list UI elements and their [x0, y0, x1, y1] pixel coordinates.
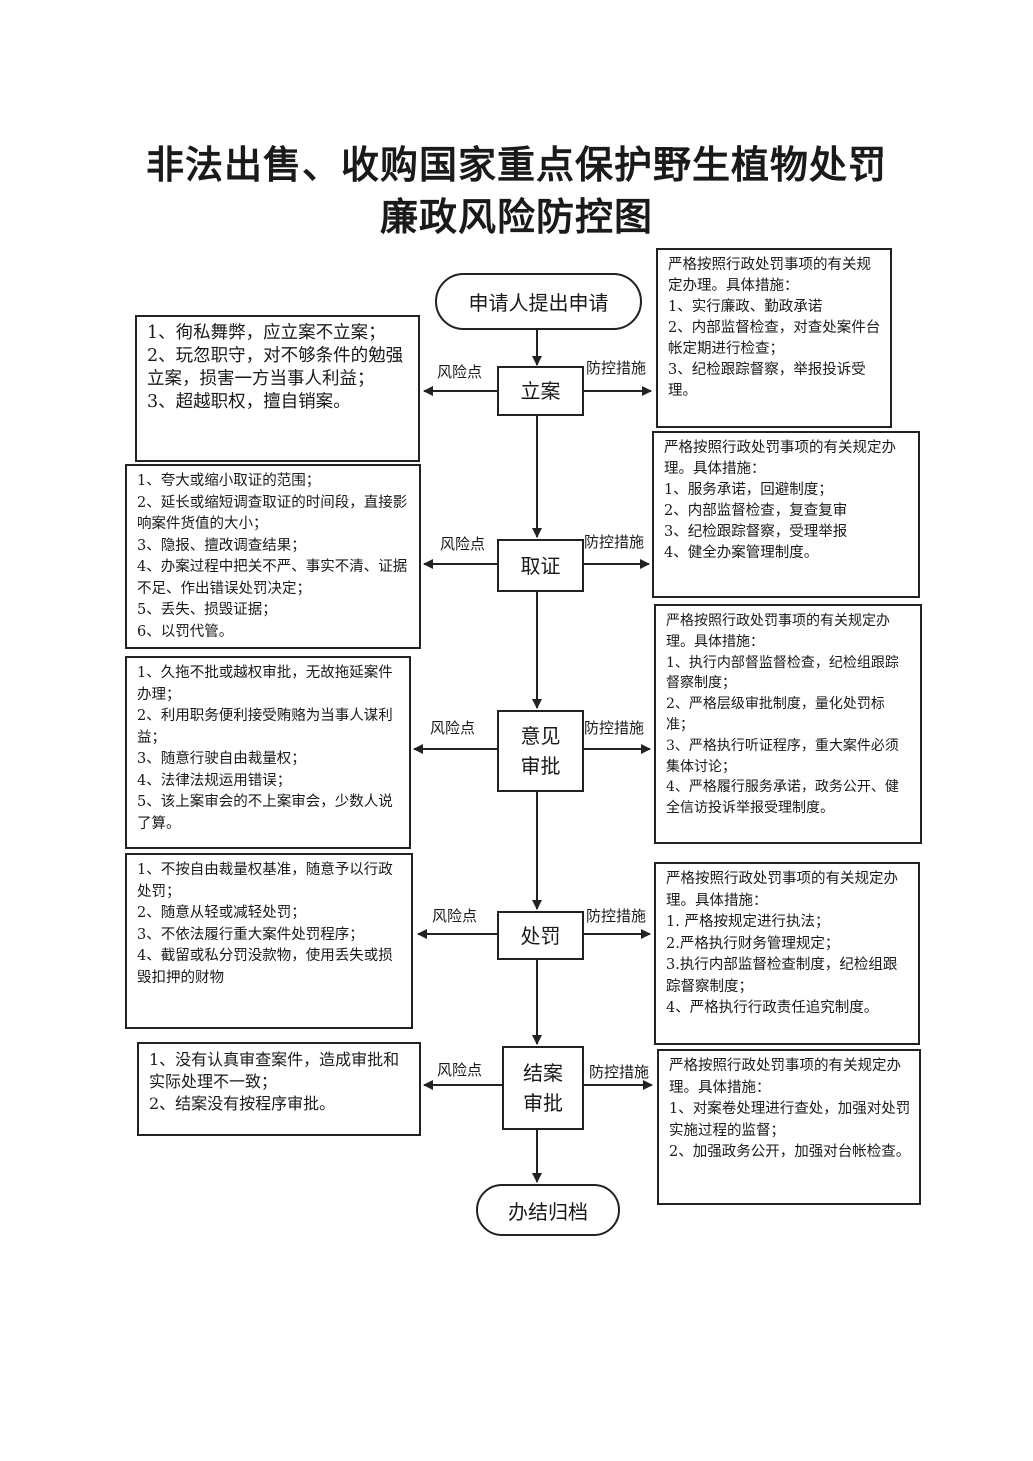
control-item: 严格按照行政处罚事项的有关规定办理。具体措施：	[666, 871, 898, 909]
control-item: 2、严格层级审批制度，量化处罚标准；	[666, 696, 885, 733]
control-item: 3、纪检跟踪督察，受理举报	[664, 524, 848, 540]
risk-item: 2、随意从轻或减轻处罚；	[137, 905, 306, 921]
control-item: 4、严格执行行政责任追究制度。	[666, 1000, 879, 1016]
risk-box-penalty: 1、不按自由裁量权基准，随意予以行政处罚； 2、随意从轻或减轻处罚； 3、不依法…	[125, 853, 413, 1029]
risk-box-filing: 1、徇私舞弊，应立案不立案； 2、玩忽职守，对不够条件的勉强立案，损害一方当事人…	[135, 315, 420, 462]
risk-item: 1、不按自由裁量权基准，随意予以行政处罚；	[137, 862, 393, 900]
control-item: 严格按照行政处罚事项的有关规定办理。具体措施：	[669, 1058, 901, 1096]
risk-box-evidence: 1、夸大或缩小取证的范围； 2、延长或缩短调查取证的时间段，直接影响案件货值的大…	[125, 464, 421, 649]
control-label: 防控措施	[586, 359, 647, 377]
control-item: 严格按照行政处罚事项的有关规定办理。具体措施：	[666, 613, 890, 650]
risk-item: 1、徇私舞弊，应立案不立案；	[147, 323, 386, 343]
control-item: 3.执行内部监督检查制度，纪检组跟踪督察制度；	[666, 957, 898, 995]
control-box-penalty: 严格按照行政处罚事项的有关规定办理。具体措施： 1. 严格按规定进行执法； 2.…	[654, 862, 920, 1045]
control-item: 3、严格执行听证程序，重大案件必须集体讨论；	[666, 737, 899, 775]
control-item: 3、纪检跟踪督察，举报投诉受理。	[668, 362, 866, 399]
risk-item: 4、截留或私分罚没款物，使用丢失或损毁扣押的财物	[137, 948, 393, 986]
page-subtitle: 廉政风险防控图	[379, 195, 653, 239]
control-item: 1、实行廉政、勤政承诺	[668, 299, 823, 315]
stage-opinion-approval: 意见 审批	[497, 710, 584, 792]
control-item: 2、内部监督检查，对查处案件台帐定期进行检查；	[668, 320, 881, 357]
risk-box-closing-approval: 1、没有认真审查案件，造成审批和实际处理不一致； 2、结案没有按程序审批。	[137, 1042, 421, 1136]
control-box-opinion-approval: 严格按照行政处罚事项的有关规定办理。具体措施： 1、执行内部督监督检查，纪检组跟…	[654, 604, 922, 844]
risk-label: 风险点	[430, 719, 476, 737]
control-item: 严格按照行政处罚事项的有关规定办理。具体措施：	[668, 257, 871, 294]
stage-evidence: 取证	[497, 539, 584, 592]
control-item: 4、严格履行服务承诺，政务公开、健全信访投诉举报受理制度。	[666, 779, 899, 817]
control-item: 1、执行内部督监督检查，纪检组跟踪督察制度；	[666, 654, 899, 692]
stage-closing-approval: 结案 审批	[502, 1046, 584, 1130]
control-label: 防控措施	[584, 719, 645, 737]
control-label: 防控措施	[586, 907, 647, 925]
risk-item: 1、久拖不批或越权审批，无故拖延案件办理；	[137, 665, 393, 703]
risk-label: 风险点	[437, 1061, 483, 1079]
risk-item: 3、随意行驶自由裁量权；	[137, 751, 306, 767]
risk-label: 风险点	[437, 363, 483, 381]
risk-label: 风险点	[440, 535, 486, 553]
risk-item: 4、法律法规运用错误；	[137, 772, 292, 789]
page-title: 非法出售、收购国家重点保护野生植物处罚	[145, 143, 887, 187]
control-item: 2.严格执行财务管理规定；	[666, 935, 840, 952]
risk-item: 2、结案没有按程序审批。	[149, 1094, 336, 1113]
risk-item: 1、夸大或缩小取证的范围；	[137, 473, 321, 489]
risk-item: 2、利用职务便利接受贿赂为当事人谋利益；	[137, 708, 393, 746]
risk-item: 3、超越职权，擅自销案。	[147, 392, 351, 412]
risk-item: 6、以罚代管。	[137, 623, 234, 640]
risk-box-opinion-approval: 1、久拖不批或越权审批，无故拖延案件办理； 2、利用职务便利接受贿赂为当事人谋利…	[125, 656, 411, 849]
risk-item: 4、办案过程中把关不严、事实不清、证据不足、作出错误处罚决定；	[137, 559, 408, 597]
risk-item: 3、隐报、擅改调查结果；	[137, 537, 306, 554]
control-item: 4、健全办案管理制度。	[664, 545, 819, 561]
control-item: 1. 严格按规定进行执法；	[666, 914, 830, 930]
start-node: 申请人提出申请	[435, 273, 642, 330]
control-box-closing-approval: 严格按照行政处罚事项的有关规定办理。具体措施： 1、对案卷处理进行查处，加强对处…	[657, 1049, 921, 1205]
control-item: 1、服务承诺，回避制度；	[664, 482, 833, 498]
risk-item: 5、该上案审会的不上案审会，少数人说了算。	[137, 794, 393, 832]
control-box-filing: 严格按照行政处罚事项的有关规定办理。具体措施： 1、实行廉政、勤政承诺 2、内部…	[656, 248, 892, 428]
end-node: 办结归档	[476, 1184, 620, 1236]
control-box-evidence: 严格按照行政处罚事项的有关规定办理。具体措施： 1、服务承诺，回避制度； 2、内…	[652, 431, 920, 598]
risk-item: 1、没有认真审查案件，造成审批和实际处理不一致；	[149, 1050, 400, 1091]
control-item: 1、对案卷处理进行查处，加强对处罚实施过程的监督；	[669, 1101, 911, 1139]
control-label: 防控措施	[584, 533, 645, 551]
control-item: 2、内部监督检查，复查复审	[664, 503, 848, 519]
risk-item: 5、丢失、损毁证据；	[137, 602, 277, 618]
risk-item: 2、玩忽职守，对不够条件的勉强立案，损害一方当事人利益；	[147, 346, 404, 389]
risk-label: 风险点	[432, 907, 478, 925]
control-label: 防控措施	[589, 1063, 650, 1081]
stage-filing: 立案	[497, 366, 584, 416]
control-item: 2、加强政务公开，加强对台帐检查。	[669, 1144, 911, 1160]
risk-item: 3、不依法履行重大案件处罚程序；	[137, 926, 364, 943]
risk-item: 2、延长或缩短调查取证的时间段，直接影响案件货值的大小；	[137, 494, 408, 533]
stage-penalty: 处罚	[497, 911, 584, 960]
control-item: 严格按照行政处罚事项的有关规定办理。具体措施：	[664, 440, 896, 477]
